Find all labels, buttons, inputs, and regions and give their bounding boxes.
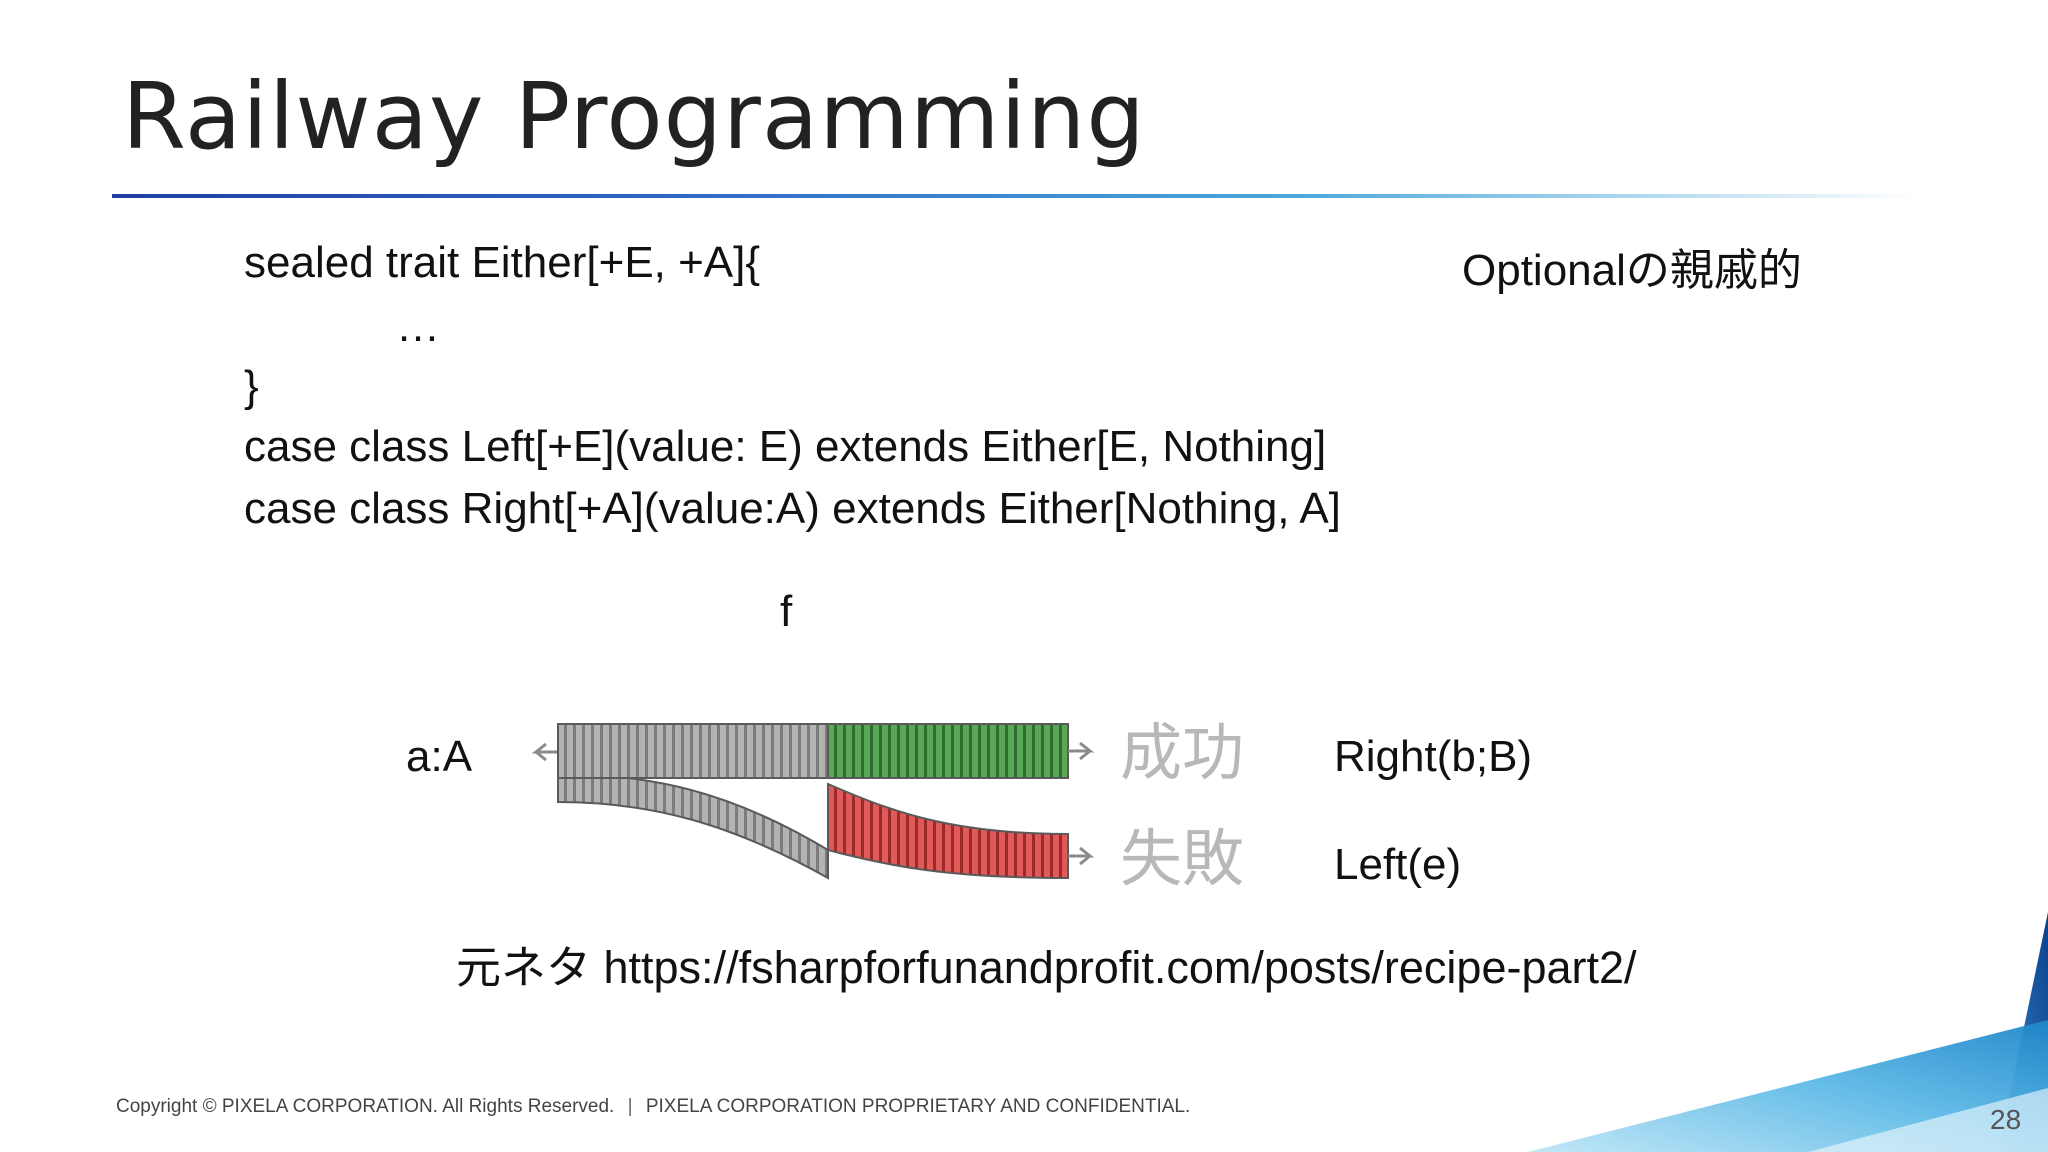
code-line: }	[244, 362, 259, 411]
source-reference: 元ネタ https://fsharpforfunandprofit.com/po…	[456, 942, 1637, 993]
code-line: …	[396, 302, 440, 351]
success-output-label: Right(b;B)	[1334, 732, 1533, 781]
failure-output-label: Left(e)	[1334, 840, 1462, 889]
railway-switch-diagram: 成功 失敗	[531, 716, 1244, 895]
success-kanji: 成功	[1120, 716, 1244, 789]
title-underline	[112, 194, 1917, 198]
failure-arrow-icon	[1068, 846, 1095, 866]
main-track-gray	[557, 723, 829, 779]
corner-decoration	[1528, 912, 2048, 1152]
slide-title: Railway Programming	[122, 63, 1146, 170]
code-line: case class Right[+A](value:A) extends Ei…	[244, 484, 1341, 533]
footer: Copyright © PIXELA CORPORATION. All Righ…	[116, 1092, 1190, 1122]
footer-copyright: Copyright © PIXELA CORPORATION. All Righ…	[116, 1096, 615, 1117]
code-line: case class Left[+E](value: E) extends Ei…	[244, 422, 1327, 471]
page-number: 28	[1990, 1104, 2022, 1135]
function-label: f	[780, 587, 793, 636]
success-track-green	[827, 723, 1069, 779]
success-arrow-icon	[1068, 741, 1095, 761]
input-label: a:A	[406, 732, 473, 781]
input-arrow-icon	[531, 742, 558, 762]
failure-branch-gray	[557, 772, 829, 880]
failure-kanji: 失敗	[1120, 822, 1244, 895]
failure-track-red	[827, 782, 1069, 880]
footer-separator: |	[627, 1096, 633, 1117]
code-line: sealed trait Either[+E, +A]{	[244, 238, 761, 287]
optional-note: Optionalの親戚的	[1462, 246, 1802, 295]
footer-confidential: PIXELA CORPORATION PROPRIETARY AND CONFI…	[645, 1096, 1191, 1117]
